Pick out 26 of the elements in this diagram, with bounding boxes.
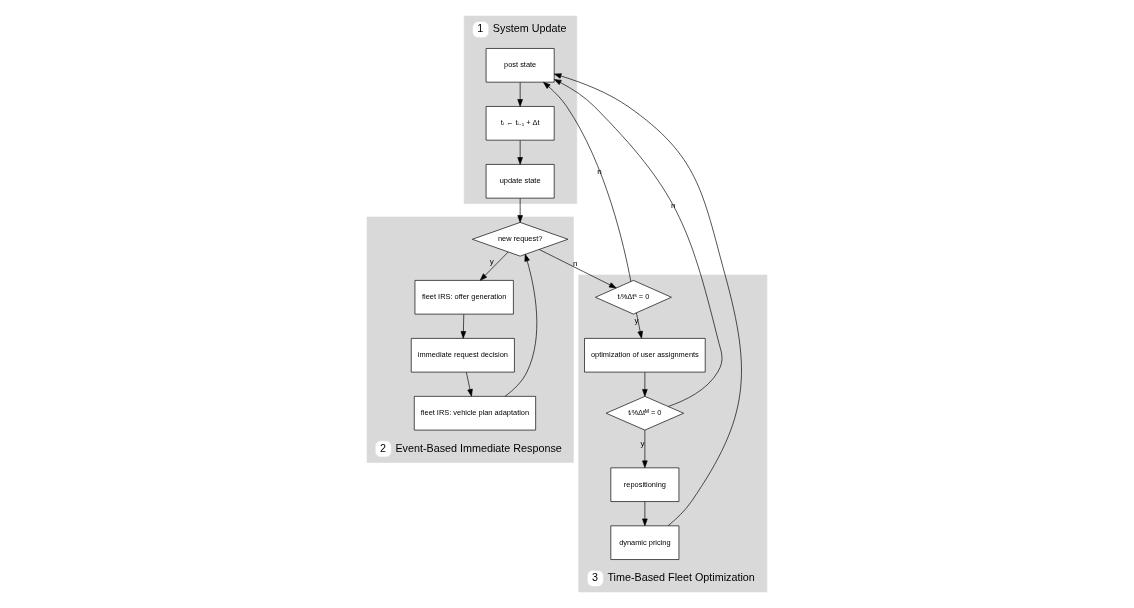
node-box: dynamic pricing [610, 525, 680, 560]
arrow [636, 312, 643, 339]
arrow [642, 371, 648, 397]
arrow [479, 251, 509, 281]
node-box: immediate request decision [410, 338, 515, 373]
node-box: fleet IRS: offer generation [414, 280, 514, 315]
node-box: optimization of user assignments [584, 338, 706, 373]
arrow [460, 314, 467, 339]
arrow [553, 79, 723, 407]
node-diamond: new request? [472, 222, 569, 257]
node-diamond: tᵢ%Δtᴹ = 0 [605, 396, 684, 431]
node-box: update state [485, 164, 555, 199]
arrow [642, 429, 648, 468]
arrow [504, 254, 538, 397]
arrow [543, 81, 632, 282]
arrow [642, 501, 648, 526]
node-box: post state [485, 48, 555, 83]
node-box: fleet IRS: vehicle plan adaptation [413, 396, 536, 431]
arrow [517, 82, 523, 107]
node-box: tᵢ ← tᵢ₋₁ + Δt [485, 106, 555, 141]
arrow [539, 249, 617, 289]
arrow [517, 198, 523, 223]
arrow [554, 73, 742, 526]
node-box: repositioning [610, 467, 680, 502]
arrow [466, 371, 473, 397]
arrow [517, 140, 523, 165]
